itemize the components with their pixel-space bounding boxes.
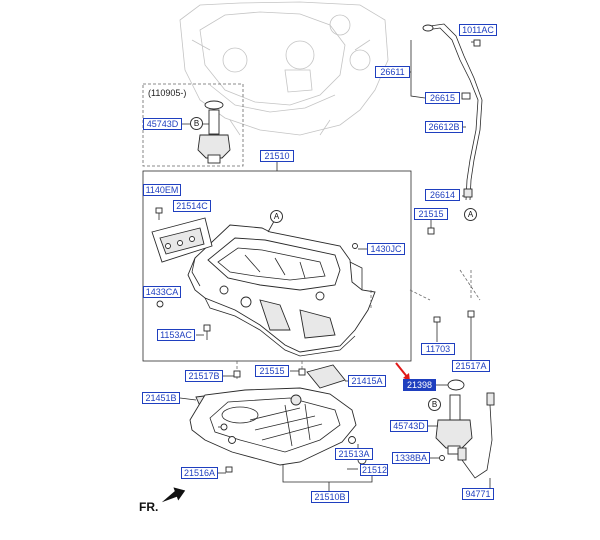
ref-mark-a-pan: A (270, 210, 283, 223)
upper-oil-pan-drawing (187, 215, 376, 357)
part-label-21516a[interactable]: 21516A (181, 467, 218, 479)
part-label-21512[interactable]: 21512 (360, 464, 388, 476)
bolt-21515-middle (290, 368, 306, 376)
part-label-1430jc[interactable]: 1430JC (367, 243, 405, 255)
part-label-1011ac[interactable]: 1011AC (459, 24, 497, 36)
part-label-45743d-top[interactable]: 45743D (143, 118, 182, 130)
bolt-21516a (218, 466, 233, 474)
part-label-21398[interactable]: 21398 (403, 379, 436, 391)
part-label-1433ca[interactable]: 1433CA (143, 286, 181, 298)
pin-1430jc (352, 243, 367, 250)
part-label-21515-middle[interactable]: 21515 (255, 365, 289, 377)
part-label-21510b[interactable]: 21510B (311, 491, 349, 503)
part-label-21517a[interactable]: 21517A (452, 360, 490, 372)
part-label-26612b[interactable]: 26612B (425, 121, 463, 133)
part-label-21514c[interactable]: 21514C (173, 200, 211, 212)
part-label-1140em[interactable]: 1140EM (143, 184, 181, 196)
o-ring-21398 (447, 379, 465, 391)
bolt-1140em (155, 207, 163, 220)
part-label-21510[interactable]: 21510 (260, 150, 294, 162)
part-label-1153ac[interactable]: 1153AC (157, 329, 195, 341)
part-label-94771[interactable]: 94771 (462, 488, 494, 500)
part-label-21513a[interactable]: 21513A (335, 448, 373, 460)
bolt-21517b (222, 370, 241, 378)
front-label: FR. (139, 500, 159, 514)
ref-mark-a-dipstick: A (464, 208, 477, 221)
gasket-drawing (151, 217, 213, 263)
part-label-26611[interactable]: 26611 (375, 66, 410, 78)
ref-mark-b-top: B (190, 117, 203, 130)
lower-oil-pan-drawing (189, 387, 357, 466)
ref-mark-b-bottom: B (428, 398, 441, 411)
part-label-21451b[interactable]: 21451B (142, 392, 180, 404)
part-label-11703[interactable]: 11703 (421, 343, 455, 355)
part-label-21515-right[interactable]: 21515 (414, 208, 448, 220)
bolt-21515-right (427, 220, 435, 235)
cover-21415a (306, 364, 351, 389)
stud-21517a (467, 310, 475, 360)
oil-level-sensor-top (182, 100, 231, 164)
part-label-21517b[interactable]: 21517B (185, 370, 223, 382)
front-arrow-icon (161, 487, 186, 503)
dipstick-drawing (408, 23, 483, 201)
part-label-45743d-bottom[interactable]: 45743D (390, 420, 428, 432)
bolt-1153ac (196, 324, 211, 340)
bracket-21510b (282, 465, 373, 483)
part-label-26614[interactable]: 26614 (425, 189, 460, 201)
subassembly-date: (110905-) (148, 88, 187, 98)
wire-harness-94771 (457, 392, 495, 488)
bolt-11703 (433, 316, 441, 342)
oil-level-sensor-bottom (428, 394, 473, 461)
part-label-1338ba[interactable]: 1338BA (392, 452, 430, 464)
washer-1433ca (156, 300, 164, 308)
part-label-26615[interactable]: 26615 (425, 92, 460, 104)
part-label-21415a[interactable]: 21415A (348, 375, 386, 387)
